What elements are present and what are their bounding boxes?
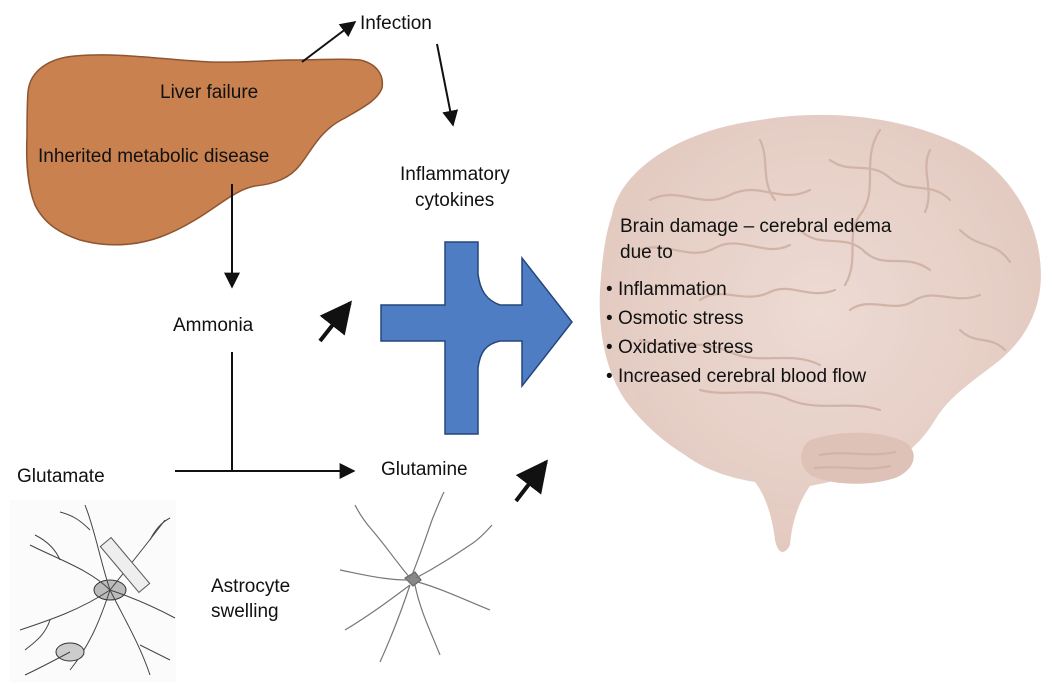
label-glutamate: Glutamate — [17, 465, 105, 488]
brain-damage-causes-list: Inflammation Osmotic stress Oxidative st… — [606, 275, 866, 391]
arrow-liver-to-infection — [302, 22, 355, 62]
cause-item: Osmotic stress — [606, 304, 866, 333]
label-astrocyte-swelling-2: swelling — [211, 600, 279, 623]
label-ammonia: Ammonia — [173, 314, 253, 337]
label-liver-failure: Liver failure — [160, 81, 258, 104]
label-glutamine: Glutamine — [381, 458, 468, 481]
label-infection: Infection — [360, 12, 432, 35]
label-astrocyte-swelling-1: Astrocyte — [211, 575, 290, 598]
label-inherited-metabolic-disease: Inherited metabolic disease — [38, 145, 269, 168]
brain-damage-title-1: Brain damage – cerebral edema — [620, 215, 891, 238]
cause-item: Oxidative stress — [606, 333, 866, 362]
big-blue-arrow — [381, 242, 572, 434]
arrow-infection-to-cytokines — [437, 44, 453, 125]
astrocyte-sketch-left — [10, 500, 176, 682]
label-inflammatory-cytokines-1: Inflammatory — [400, 163, 510, 186]
arrow-glutamine-up — [516, 462, 546, 501]
cause-item: Inflammation — [606, 275, 866, 304]
brain-damage-title-2: due to — [620, 241, 673, 264]
astrocyte-sketch-right — [340, 492, 492, 662]
cause-item: Increased cerebral blood flow — [606, 362, 866, 391]
label-inflammatory-cytokines-2: cytokines — [415, 189, 494, 212]
arrow-ammonia-up — [320, 303, 350, 341]
